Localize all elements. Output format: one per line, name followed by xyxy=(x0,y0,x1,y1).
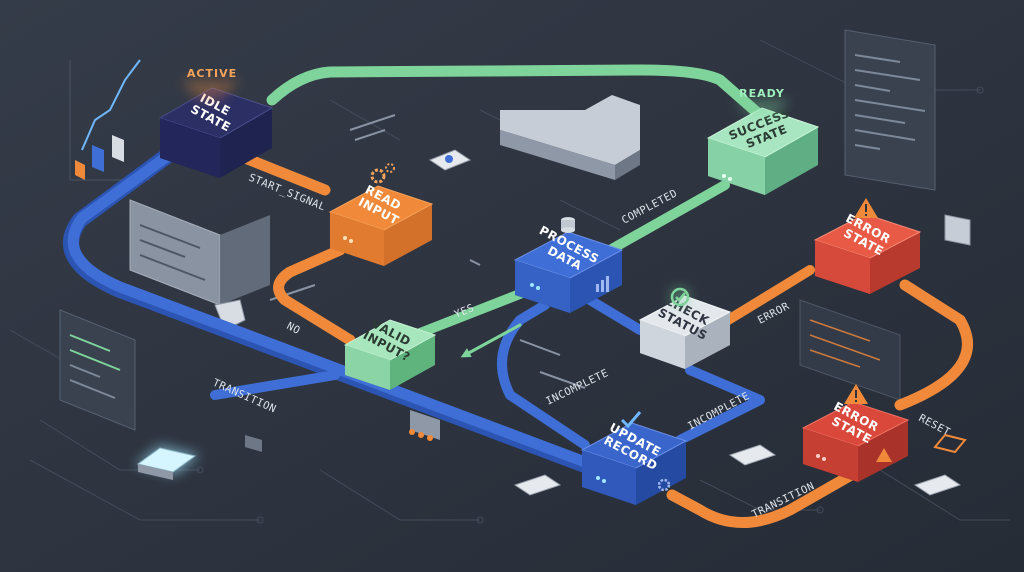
edges xyxy=(63,64,973,528)
edge-transition-bottom xyxy=(666,464,866,528)
chart-icon xyxy=(596,276,609,292)
node-valid-input[interactable]: VALID INPUT? xyxy=(343,316,437,390)
edge-small-feedback xyxy=(460,323,522,358)
edge-completed xyxy=(605,180,730,255)
decor-panel-lower xyxy=(799,299,901,401)
edge-update-to-process xyxy=(497,300,590,450)
bar-chart-decoration xyxy=(69,59,150,181)
edge-process-to-check xyxy=(585,295,645,335)
edge-no xyxy=(273,244,356,346)
edge-transition-to-valid xyxy=(210,370,340,400)
check-circle-icon xyxy=(670,287,690,307)
decor-panel-left xyxy=(59,309,136,431)
edge-success-to-idle xyxy=(266,64,766,121)
node-error-state-lower[interactable]: ERROR STATE xyxy=(801,399,910,482)
check-icon-update xyxy=(620,411,642,429)
database-icon xyxy=(561,217,575,233)
tag-ready: READY xyxy=(735,87,790,115)
tag-active: ACTIVE xyxy=(180,67,240,100)
node-check-status[interactable]: CHECK STATUS xyxy=(638,293,732,369)
edge-transition-loop xyxy=(67,146,591,468)
tag-active-text: ACTIVE xyxy=(187,67,237,80)
edge-label-no: NO xyxy=(285,320,303,337)
l-shape-decoration xyxy=(500,95,640,180)
edge-error xyxy=(715,265,815,330)
glow-pad-decoration xyxy=(135,445,200,480)
decor-panel-right xyxy=(844,29,936,191)
warning-icon-lower xyxy=(844,384,892,462)
node-error-state-upper[interactable]: ERROR STATE xyxy=(813,211,922,294)
gear-icon xyxy=(657,478,671,492)
warning-icon xyxy=(854,198,878,218)
tag-ready-text: READY xyxy=(739,87,785,100)
node-success-state[interactable]: SUCCESS STATE xyxy=(706,104,820,195)
gears-icon xyxy=(370,163,395,184)
edge-check-to-update xyxy=(675,365,765,445)
edge-yes xyxy=(410,285,535,340)
node-process-data[interactable]: PROCESS DATA xyxy=(513,223,624,313)
edge-start-signal xyxy=(239,152,331,196)
node-idle-state[interactable]: IDLE STATE xyxy=(158,87,274,178)
decor-panel-mid xyxy=(129,199,270,306)
chip-decorations xyxy=(214,149,971,496)
edge-reset xyxy=(894,279,973,411)
